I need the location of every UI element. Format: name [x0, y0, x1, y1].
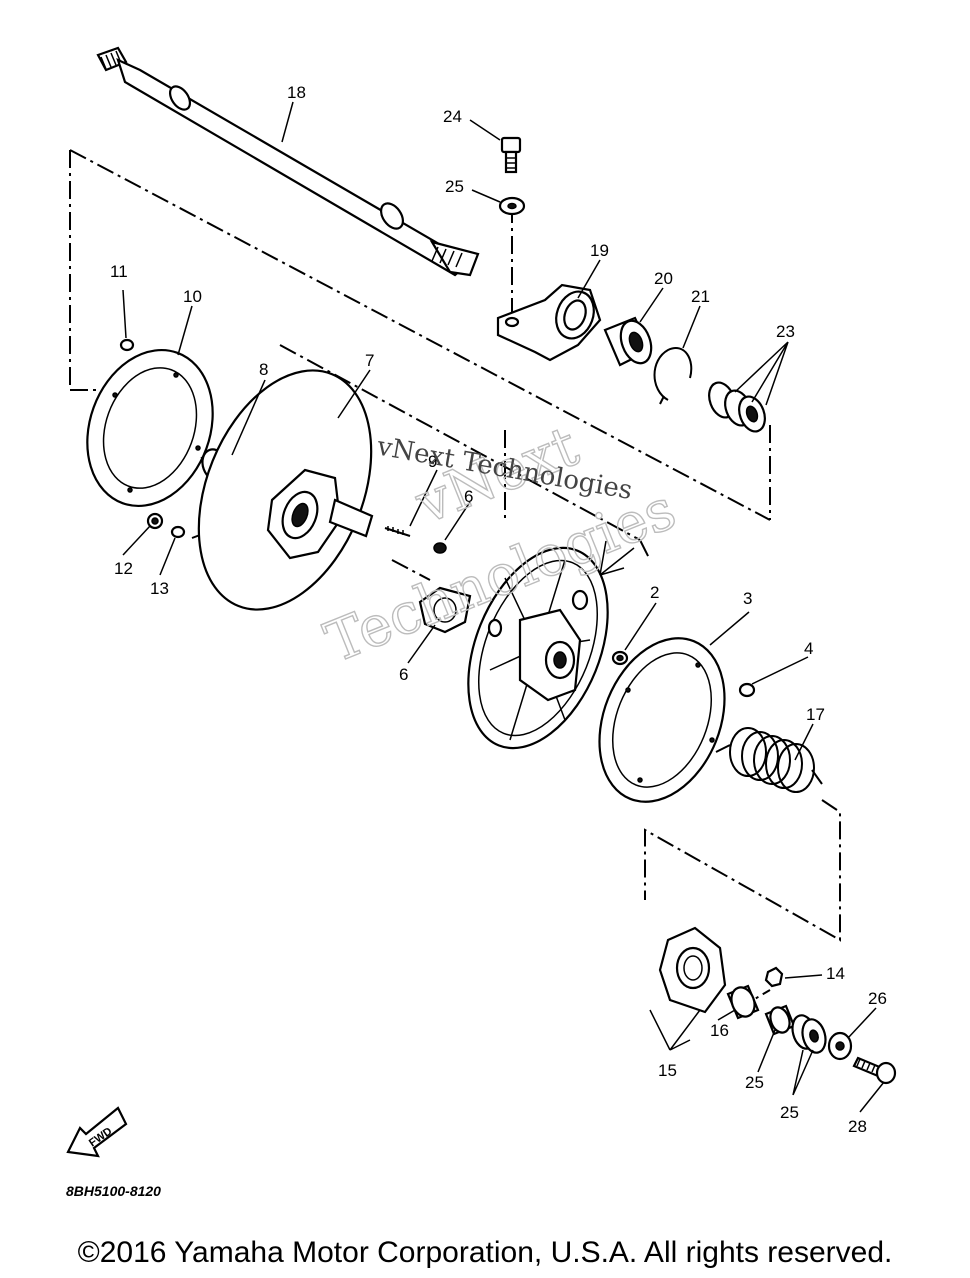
- part-16-bushing[interactable]: [726, 984, 760, 1020]
- callout-21: 21: [691, 287, 710, 306]
- callout-18: 18: [287, 83, 306, 102]
- copyright-footer: ©2016 Yamaha Motor Corporation, U.S.A. A…: [77, 1236, 893, 1269]
- callout-6-upper: 6: [464, 487, 473, 506]
- part-19-bearing-housing[interactable]: [496, 283, 602, 362]
- callout-labels: 18 24 25 19 20 21 23 11 10 8 7 9 6 12 13…: [110, 83, 887, 1136]
- callout-28: 28: [848, 1117, 867, 1136]
- part-25-spacers[interactable]: [789, 1013, 829, 1056]
- callout-6-lower: 6: [399, 665, 408, 684]
- callout-27: 26: [868, 989, 887, 1008]
- callout-10: 10: [183, 287, 202, 306]
- part-12-bolt[interactable]: [146, 512, 164, 530]
- part-15-cam[interactable]: [658, 926, 727, 1014]
- part-5-gasket[interactable]: [418, 586, 472, 634]
- part-18-shaft[interactable]: [96, 46, 480, 277]
- callout-24: 23: [776, 322, 795, 341]
- part-13-washer[interactable]: [170, 525, 186, 539]
- part-26-collar[interactable]: [764, 1004, 796, 1036]
- part-17-spring[interactable]: [715, 727, 823, 793]
- callout-9: 9: [428, 452, 437, 471]
- callout-4: 4: [804, 639, 813, 658]
- part-3-face-plate[interactable]: [576, 619, 747, 820]
- part-4-screw[interactable]: [738, 682, 756, 698]
- diagram-code: 8BH5100-8120: [66, 1183, 161, 1199]
- part-11-screw[interactable]: [119, 338, 135, 352]
- part-23-washer[interactable]: [498, 196, 526, 216]
- callout-20: 20: [654, 269, 673, 288]
- callout-3: 3: [743, 589, 752, 608]
- part-9-pin[interactable]: [384, 526, 411, 537]
- part-10-face-plate[interactable]: [66, 332, 233, 523]
- callout-16: 16: [710, 1021, 729, 1040]
- callout-23: 25: [445, 177, 464, 196]
- callout-25: 25: [780, 1103, 799, 1122]
- leader-lines: [122, 101, 885, 1113]
- callout-14: 14: [826, 964, 845, 983]
- part-7-fixed-sheave[interactable]: [166, 345, 404, 635]
- part-20-bearing[interactable]: [603, 316, 657, 368]
- part-22-bolt[interactable]: [500, 136, 522, 174]
- fwd-arrow-icon: FWD: [66, 1106, 128, 1158]
- callout-13: 13: [150, 579, 169, 598]
- callout-7: 7: [365, 351, 374, 370]
- part-27-washer[interactable]: [827, 1031, 853, 1061]
- part-2-slider[interactable]: [611, 650, 629, 666]
- part-24-spacers[interactable]: [705, 379, 770, 435]
- part-1-movable-sheave[interactable]: [441, 527, 635, 768]
- callout-12: 12: [114, 559, 133, 578]
- callout-11: 11: [110, 262, 128, 281]
- part-28-bolt[interactable]: [852, 1056, 897, 1085]
- callout-17: 17: [806, 705, 825, 724]
- callout-8: 8: [259, 360, 268, 379]
- callout-19: 19: [590, 241, 609, 260]
- callout-22: 24: [443, 107, 462, 126]
- part-21-circlip[interactable]: [653, 347, 693, 405]
- part-6-screw-upper[interactable]: [433, 542, 447, 554]
- callout-26: 25: [745, 1073, 764, 1092]
- part-14-nut[interactable]: [764, 966, 784, 988]
- callout-2: 2: [650, 583, 659, 602]
- callout-15: 15: [658, 1061, 677, 1080]
